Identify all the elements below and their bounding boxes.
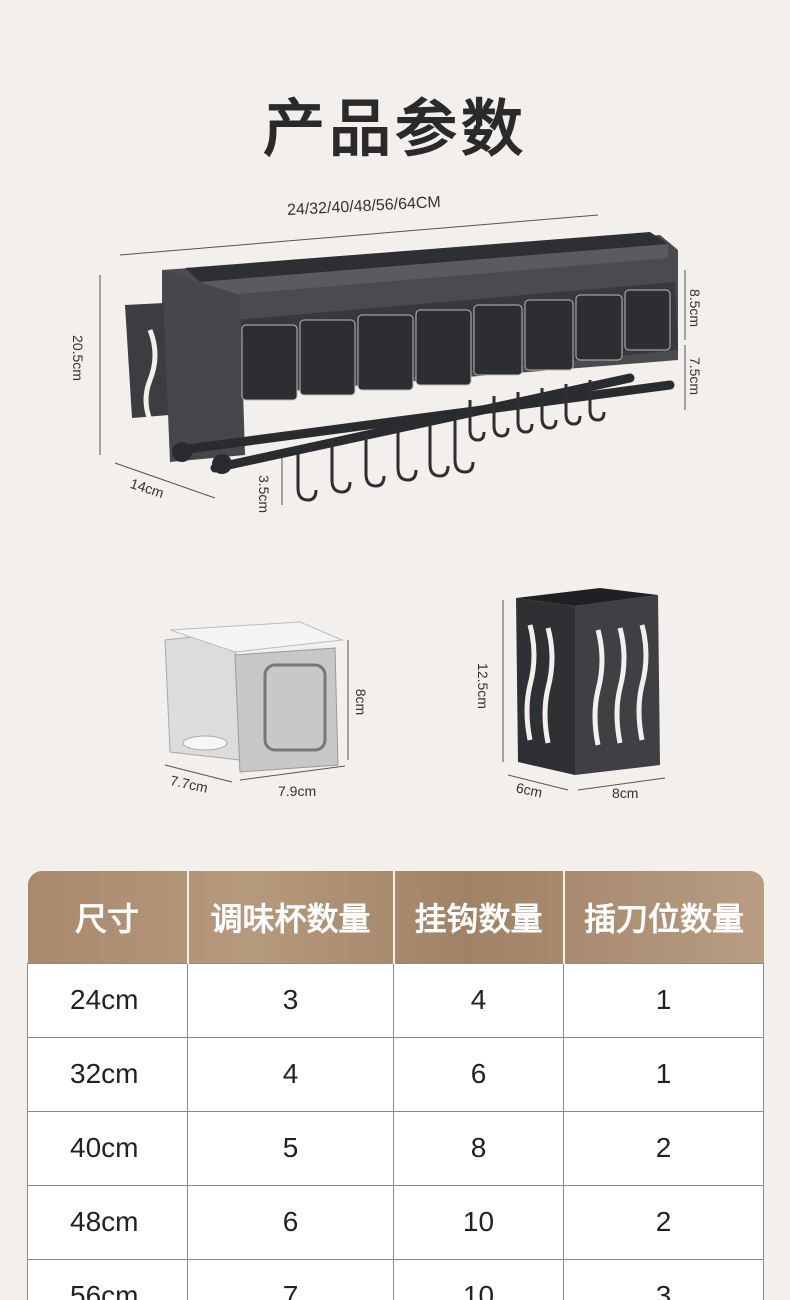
table-header-row: 尺寸 调味杯数量 挂钩数量 插刀位数量 xyxy=(27,871,764,963)
header-knife-slot-count: 插刀位数量 xyxy=(583,899,744,938)
cell-size: 32cm xyxy=(27,1036,188,1112)
table-row: 48cm 6 10 2 xyxy=(27,1184,764,1260)
dim-cup-height: 8cm xyxy=(353,688,370,716)
cell-hooks: 10 xyxy=(393,1184,564,1260)
cell-cups: 4 xyxy=(187,1036,394,1112)
dim-knife-width: 8cm xyxy=(612,785,639,801)
rack-spice-cups xyxy=(241,289,671,401)
header-hook-count: 挂钩数量 xyxy=(393,871,565,963)
rack-illustration xyxy=(99,214,686,791)
rack-rail xyxy=(175,380,675,455)
cell-knife-slots: 1 xyxy=(563,962,764,1038)
cell-hooks: 6 xyxy=(393,1036,564,1112)
dim-rail-gap: 7.5cm xyxy=(687,356,704,396)
cell-knife-slots: 3 xyxy=(563,1258,764,1300)
cell-size: 48cm xyxy=(27,1184,188,1260)
header-cup-count: 调味杯数量 xyxy=(187,871,395,963)
dim-height: 20.5cm xyxy=(69,335,86,381)
cell-hooks: 4 xyxy=(393,962,564,1038)
cell-hooks: 10 xyxy=(393,1258,564,1300)
table-row: 40cm 5 8 2 xyxy=(27,1110,764,1186)
table-row: 56cm 7 10 3 xyxy=(27,1258,764,1300)
cell-knife-slots: 2 xyxy=(563,1184,764,1260)
dim-cup-height-upper: 8.5cm xyxy=(687,288,704,328)
table-row: 32cm 4 6 1 xyxy=(27,1036,764,1112)
cell-knife-slots: 2 xyxy=(563,1110,764,1186)
spec-table: 尺寸 调味杯数量 挂钩数量 插刀位数量 24cm 3 4 1 32cm 4 6 … xyxy=(27,871,764,1300)
knife-holder-illustration xyxy=(516,588,660,775)
dim-hook-length: 3.5cm xyxy=(256,474,273,514)
dim-cup-width: 7.9cm xyxy=(278,783,317,799)
rack-hooks xyxy=(296,380,606,502)
header-size: 尺寸 xyxy=(27,871,189,963)
dim-knife-height: 12.5cm xyxy=(474,663,491,709)
cell-cups: 5 xyxy=(187,1110,394,1186)
cell-cups: 3 xyxy=(187,962,394,1038)
cell-size: 40cm xyxy=(27,1110,188,1186)
cell-cups: 6 xyxy=(187,1184,394,1260)
cell-hooks: 8 xyxy=(393,1110,564,1186)
page-title: 产品参数 xyxy=(262,92,527,165)
cell-knife-slots: 1 xyxy=(563,1036,764,1112)
cell-cups: 7 xyxy=(187,1258,394,1300)
spice-cup-illustration xyxy=(164,621,344,773)
table-row: 24cm 3 4 1 xyxy=(27,962,764,1038)
cell-size: 56cm xyxy=(27,1258,188,1300)
cell-size: 24cm xyxy=(27,962,188,1038)
